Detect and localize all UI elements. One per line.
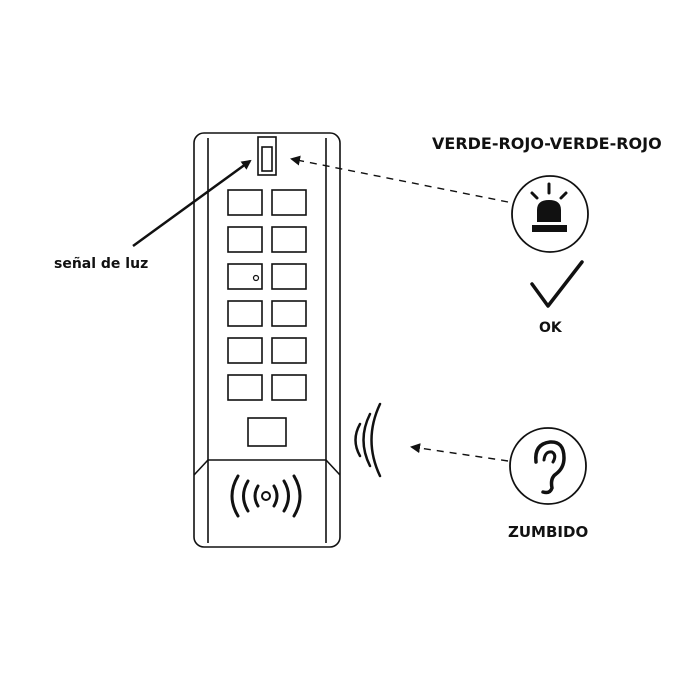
keypad-key[interactable]: [227, 374, 263, 401]
device-right-bevel: [325, 459, 341, 476]
keypad-key[interactable]: [271, 263, 307, 290]
buzzer-dashed-arrow: [410, 443, 509, 462]
keypad-key[interactable]: [227, 300, 263, 327]
keypad: [227, 189, 307, 401]
keypad-key[interactable]: [271, 374, 307, 401]
device-left-bevel: [193, 459, 209, 476]
color-sequence-label: VERDE-ROJO-VERDE-ROJO: [432, 134, 662, 153]
alarm-dashed-arrow: [290, 155, 509, 203]
led-indicator-housing: [257, 136, 277, 176]
led-indicator: [261, 146, 273, 172]
keypad-key[interactable]: [271, 226, 307, 253]
keypad-key-bottom[interactable]: [247, 417, 287, 447]
ear-icon: [509, 427, 587, 505]
keypad-key[interactable]: [227, 226, 263, 253]
device-outer-casing: [193, 132, 341, 548]
sound-waves-icon: [354, 402, 382, 478]
keypad-key[interactable]: [271, 337, 307, 364]
buzzer-label: ZUMBIDO: [508, 523, 589, 541]
keypad-key[interactable]: [271, 189, 307, 216]
keypad-key[interactable]: [227, 263, 263, 290]
keypad-key[interactable]: [271, 300, 307, 327]
keypad-reader-device: [193, 132, 341, 548]
light-signal-arrow: [132, 159, 252, 248]
key-tactile-dot: [252, 274, 260, 282]
alarm-light-icon: [511, 175, 589, 253]
ok-label: OK: [539, 320, 562, 336]
rfid-reader-icon: [230, 474, 302, 518]
light-signal-label: señal de luz: [54, 256, 149, 272]
keypad-key[interactable]: [227, 189, 263, 216]
checkmark-icon: [530, 260, 584, 308]
keypad-key[interactable]: [227, 337, 263, 364]
